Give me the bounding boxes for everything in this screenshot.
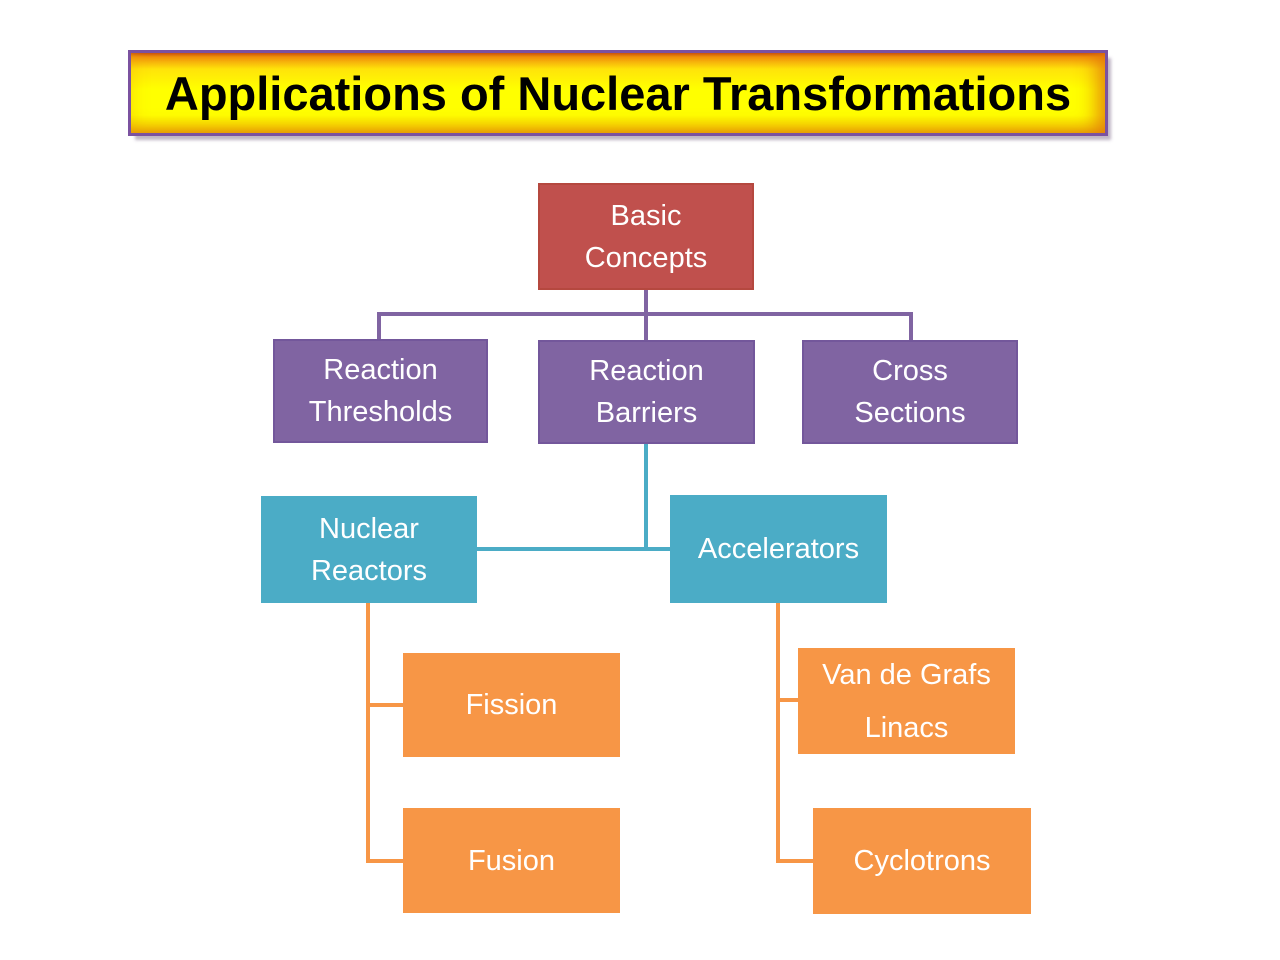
- node-nuclear-reactors: Nuclear Reactors: [261, 496, 477, 603]
- node-van-de-grafs-line1: Van de Grafs: [822, 658, 991, 691]
- node-van-de-grafs-line2: Linacs: [864, 711, 949, 744]
- node-accelerators-label: Accelerators: [697, 533, 860, 565]
- node-van-de-grafs-linacs: Van de Grafs Linacs: [798, 648, 1015, 754]
- node-cyclotrons-label: Cyclotrons: [853, 845, 991, 877]
- node-reaction-barriers-line1: Reaction: [589, 355, 704, 387]
- connector-stub-fission: [366, 703, 403, 707]
- connector-accelerators-vertical: [776, 603, 780, 863]
- node-nuclear-reactors-line2: Reactors: [310, 554, 428, 587]
- node-nuclear-reactors-line1: Nuclear: [319, 512, 419, 545]
- node-accelerators: Accelerators: [670, 495, 887, 603]
- connector-level3-horizontal: [477, 547, 670, 551]
- connector-reactors-vertical: [366, 603, 370, 863]
- node-cross-sections: Cross Sections: [802, 340, 1018, 444]
- node-cyclotrons: Cyclotrons: [813, 808, 1031, 914]
- node-basic-concepts: Basic Concepts: [538, 183, 754, 290]
- node-reaction-thresholds-line1: Reaction: [323, 354, 438, 386]
- connector-stub-fusion: [366, 859, 403, 863]
- node-reaction-barriers: Reaction Barriers: [538, 340, 755, 444]
- node-reaction-thresholds: Reaction Thresholds: [273, 339, 488, 443]
- node-cross-sections-line2: Sections: [854, 397, 966, 429]
- connector-stub-cyclotrons: [776, 859, 813, 863]
- connector-barriers-vertical: [644, 444, 648, 551]
- node-fission-label: Fission: [465, 689, 558, 721]
- connector-stub-cross-sections: [909, 312, 913, 340]
- connector-stub-vandegrafs: [776, 698, 798, 702]
- connector-level2-horizontal: [377, 312, 913, 316]
- node-fusion: Fusion: [403, 808, 620, 913]
- node-fusion-label: Fusion: [467, 844, 556, 877]
- node-reaction-thresholds-line2: Thresholds: [308, 396, 453, 428]
- title-banner: Applications of Nuclear Transformations: [128, 50, 1108, 136]
- node-cross-sections-line1: Cross: [872, 355, 948, 387]
- node-reaction-barriers-line2: Barriers: [595, 397, 698, 429]
- connector-stub-thresholds: [377, 312, 381, 339]
- node-fission: Fission: [403, 653, 620, 757]
- node-basic-concepts-line1: Basic: [610, 199, 682, 232]
- page-title: Applications of Nuclear Transformations: [164, 66, 1072, 120]
- node-basic-concepts-line2: Concepts: [584, 241, 708, 274]
